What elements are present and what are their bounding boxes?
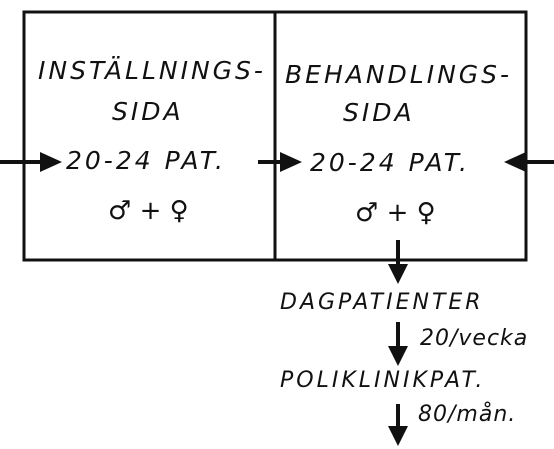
right-box-title-line1: BEHANDLINGS- xyxy=(285,60,513,89)
arrow-into-right-box xyxy=(504,152,554,172)
arrow-left-to-right-box xyxy=(258,152,302,172)
right-box xyxy=(273,10,528,262)
day-patients-rate: 20/vecka xyxy=(420,326,529,351)
right-box-title-line2: SIDA xyxy=(343,98,415,127)
right-box-patient-count: 20-24 PAT. xyxy=(310,148,470,177)
left-box-title-line1: INSTÄLLNINGS- xyxy=(38,56,266,85)
outpatients-label: POLIKLINIKPAT. xyxy=(280,368,486,393)
arrow-down-to-day-patients xyxy=(388,240,408,284)
day-patients-label: DAGPATIENTER xyxy=(280,290,484,315)
right-box-gender-symbols: ♂ + ♀ xyxy=(355,198,436,228)
left-box-gender-symbols: ♂ + ♀ xyxy=(108,196,189,226)
outpatients-rate: 80/mån. xyxy=(418,402,517,427)
left-box-title-line2: SIDA xyxy=(112,97,184,126)
arrow-down-to-outpatients xyxy=(388,322,408,366)
arrow-into-left-box xyxy=(0,152,62,172)
arrow-down-exit xyxy=(388,404,408,446)
left-box-patient-count: 20-24 PAT. xyxy=(66,146,226,175)
